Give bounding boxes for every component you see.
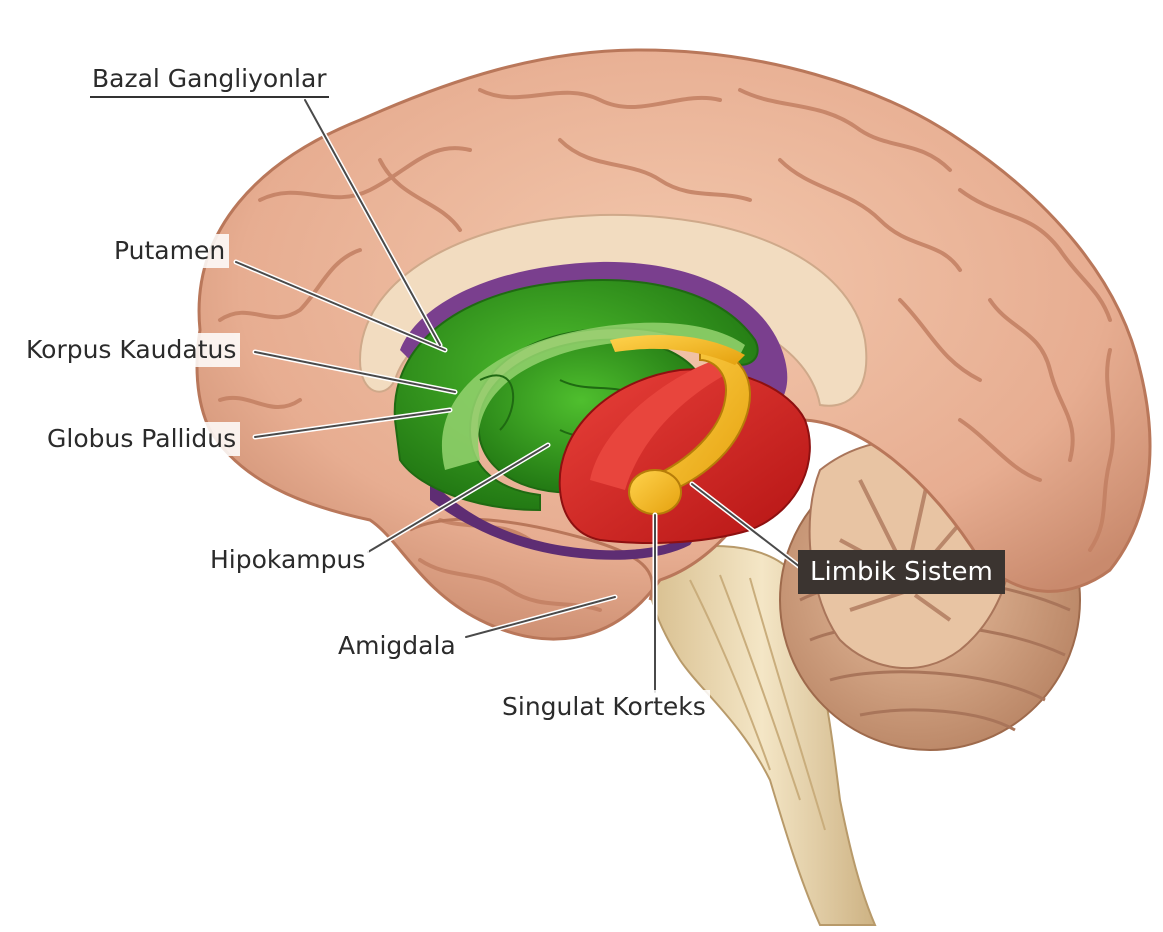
amygdala-shape [628,469,682,515]
caudate-label: Korpus Kaudatus [22,333,241,367]
globus-pallidus-label: Globus Pallidus [43,422,241,456]
basal-ganglia-label: Bazal Gangliyonlar [90,62,329,98]
limbic-structures [558,335,811,544]
limbic-system-label: Limbik Sistem [798,550,1005,594]
cingulate-label: Singulat Korteks [498,690,710,724]
pointer-lines-dark [235,99,801,693]
amygdala-label: Amigdala [334,629,460,663]
putamen-label: Putamen [110,234,230,268]
hippocampus-label: Hipokampus [206,543,370,577]
